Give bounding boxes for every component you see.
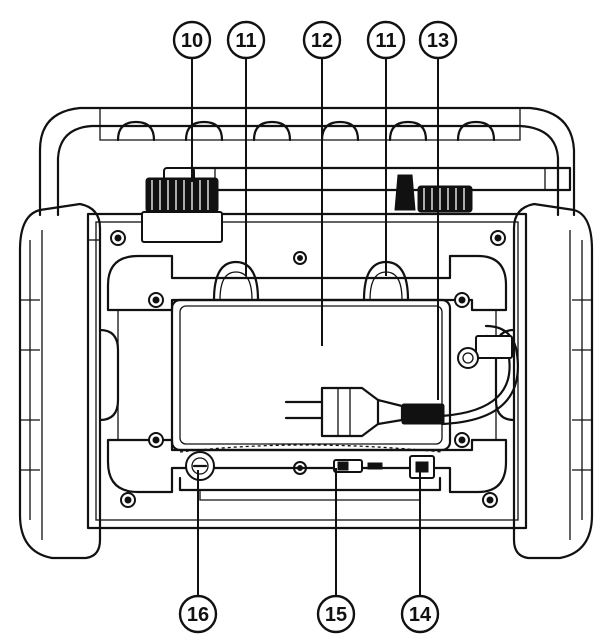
housing-body [86,212,528,530]
battery-compartment-frame [106,254,508,494]
callout-13: 13 [418,20,458,60]
callout-label: 14 [409,604,432,626]
callout-11-right: 11 [366,20,406,60]
callout-15: 15 [316,594,356,634]
thumb-screws [212,260,410,302]
power-cable [440,324,519,426]
euro-plug [284,386,445,438]
callout-14: 14 [400,594,440,634]
callout-label: 16 [187,604,209,626]
antenna [141,166,572,243]
housing-screws [110,230,506,508]
callout-label: 11 [235,30,256,52]
callout-label: 13 [427,30,449,52]
bottom-controls [178,451,442,501]
callout-11-left: 11 [226,20,266,60]
callout-12: 12 [302,20,342,60]
antenna-clip [394,174,473,213]
callout-label: 10 [181,30,203,52]
left-bumper [18,202,120,560]
callout-label: 15 [325,604,347,626]
callout-label: 12 [311,30,333,52]
callout-label: 11 [375,30,396,52]
grip-bumps [116,120,496,142]
callout-10: 10 [172,20,212,60]
right-bumper [494,202,594,560]
leader-lines [191,58,439,596]
antenna-hinge [141,177,223,243]
callout-16: 16 [178,594,218,634]
top-handle [38,106,576,217]
battery-cover [170,298,452,453]
